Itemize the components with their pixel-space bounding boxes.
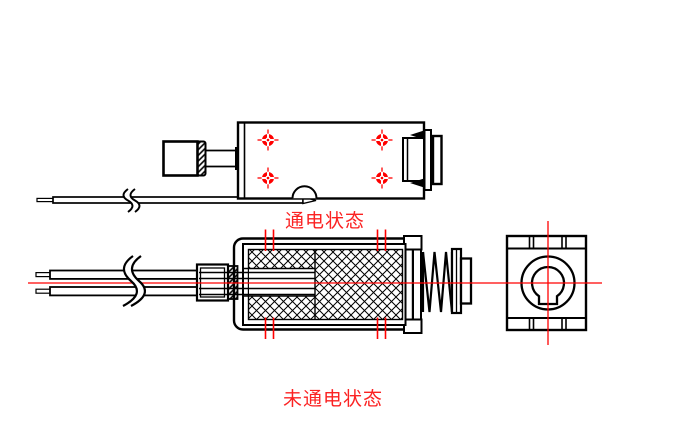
mounting-hole-icon [257, 129, 279, 151]
lower-wire-stripped-end [35, 288, 52, 294]
frame-window [402, 137, 425, 182]
mounting-hole-ticks [264, 229, 387, 339]
energized-state-label: 通电状态 [285, 210, 366, 232]
mounting-hole-icon [257, 167, 279, 189]
frame-right-wall [412, 248, 422, 321]
flange-slots [528, 236, 567, 330]
lower-wire [49, 286, 198, 297]
spring-clip-bottom [410, 178, 424, 188]
end-plate-thick [431, 134, 443, 186]
wire-break-symbol-top [122, 188, 141, 213]
spring-clip-top [410, 130, 424, 140]
wire-break-symbol-bottom [122, 255, 146, 307]
end-plate-thin [423, 129, 432, 191]
solenoid-frame-body [236, 121, 426, 200]
wire-stripped-end [36, 197, 55, 203]
push-rod-nut [459, 257, 473, 305]
mounting-hole-markers [257, 129, 393, 189]
plunger-head [162, 140, 199, 177]
frame-tab-top-right [403, 235, 423, 251]
deenergized-state-label: 未通电状态 [283, 388, 384, 410]
upper-wire-stripped-end [35, 272, 52, 278]
mounting-hole-icon [371, 167, 393, 189]
centerlines [28, 221, 602, 345]
wire-entry-dome [291, 185, 318, 199]
frame-tab-bottom-right [403, 318, 423, 334]
wire-lines-in-bore [199, 271, 315, 296]
return-spring [421, 251, 454, 313]
plunger-assembly-top-view [162, 140, 238, 177]
plunger-head-hatch [196, 140, 207, 177]
mounting-hole-icon [371, 129, 393, 151]
deenergized-view [35, 235, 473, 334]
